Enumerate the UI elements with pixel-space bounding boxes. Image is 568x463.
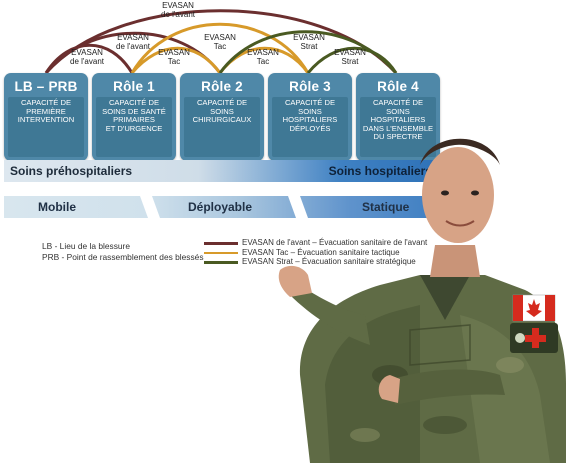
role-title: Rôle 3 — [289, 79, 331, 94]
role-box-role-1: Rôle 1 CAPACITÉ DE SOINS DE SANTÉ PRIMAI… — [92, 73, 176, 161]
mobility-band: Mobile Déployable Statique — [4, 196, 436, 218]
role-description: CAPACITÉ DE SOINS HOSPITALIERS DÉPLOYÉS — [272, 97, 348, 157]
role-box-role-4: Rôle 4 CAPACITÉ DE SOINS HOSPITALIERS DA… — [356, 73, 440, 161]
legend-text-tac: EVASAN Tac – Évacuation sanitaire tactiq… — [242, 247, 400, 257]
abbreviation-definitions: LB - Lieu de la blessure PRB - Point de … — [42, 241, 204, 262]
arc-label-fwd-2: EVASAN de l'avant — [116, 33, 150, 51]
arc-label-tac-2: EVASAN Tac — [204, 33, 236, 51]
arc-tac-2 — [130, 22, 310, 74]
mobile-label: Mobile — [38, 200, 76, 214]
role-description: CAPACITÉ DE SOINS HOSPITALIERS DANS L'EN… — [360, 97, 436, 157]
legend-text-strat: EVASAN Strat – Évacuation sanitaire stra… — [242, 257, 416, 266]
legend-swatch-strat — [204, 261, 238, 264]
static-label: Statique — [362, 200, 410, 214]
band-notch — [140, 196, 160, 218]
arc-label-strat-2: EVASAN Strat — [334, 48, 366, 66]
deployable-label: Déployable — [188, 200, 253, 214]
arc-label-tac-3: EVASAN Tac — [247, 48, 279, 66]
medical-cross-patch — [510, 323, 558, 353]
role-title: Rôle 2 — [201, 79, 243, 94]
role-description: CAPACITÉ DE SOINS DE SANTÉ PRIMAIRES ET … — [96, 97, 172, 157]
arc-tac-1 — [130, 46, 222, 74]
arc-strat-2 — [306, 46, 398, 74]
soldier-illustration — [278, 138, 566, 463]
arc-label-top: EVASAN de l'avant — [161, 1, 195, 19]
role-description: CAPACITÉ DE SOINS CHIRURGICAUX — [184, 97, 260, 157]
canada-flag-patch — [512, 294, 556, 322]
role-box-role-2: Rôle 2 CAPACITÉ DE SOINS CHIRURGICAUX — [180, 73, 264, 161]
role-title: LB – PRB — [14, 79, 78, 94]
role-description: CAPACITÉ DE PREMIÈRE INTERVENTION — [8, 97, 84, 157]
legend-swatch-fwd — [204, 242, 238, 245]
definition-lb: LB - Lieu de la blessure — [42, 241, 130, 251]
arc-label-tac-1: EVASAN Tac — [158, 48, 190, 66]
role-title: Rôle 4 — [377, 79, 419, 94]
role-title: Rôle 1 — [113, 79, 155, 94]
care-band: Soins préhospitaliers Soins hospitaliers — [4, 160, 436, 182]
arc-label-fwd-1: EVASAN de l'avant — [70, 48, 104, 66]
legend-text-fwd: EVASAN de l'avant – Évacuation sanitaire… — [242, 238, 428, 247]
role-box-lb-prb: LB – PRB CAPACITÉ DE PREMIÈRE INTERVENTI… — [4, 73, 88, 161]
role-box-role-3: Rôle 3 CAPACITÉ DE SOINS HOSPITALIERS DÉ… — [268, 73, 352, 161]
hospital-care-label: Soins hospitaliers — [328, 164, 432, 178]
arc-label-strat-1: EVASAN Strat — [293, 33, 325, 51]
definition-prb: PRB - Point de rassemblement des blessés — [42, 251, 204, 262]
legend-swatch-tac — [204, 251, 238, 254]
prehospital-care-label: Soins préhospitaliers — [10, 164, 133, 178]
